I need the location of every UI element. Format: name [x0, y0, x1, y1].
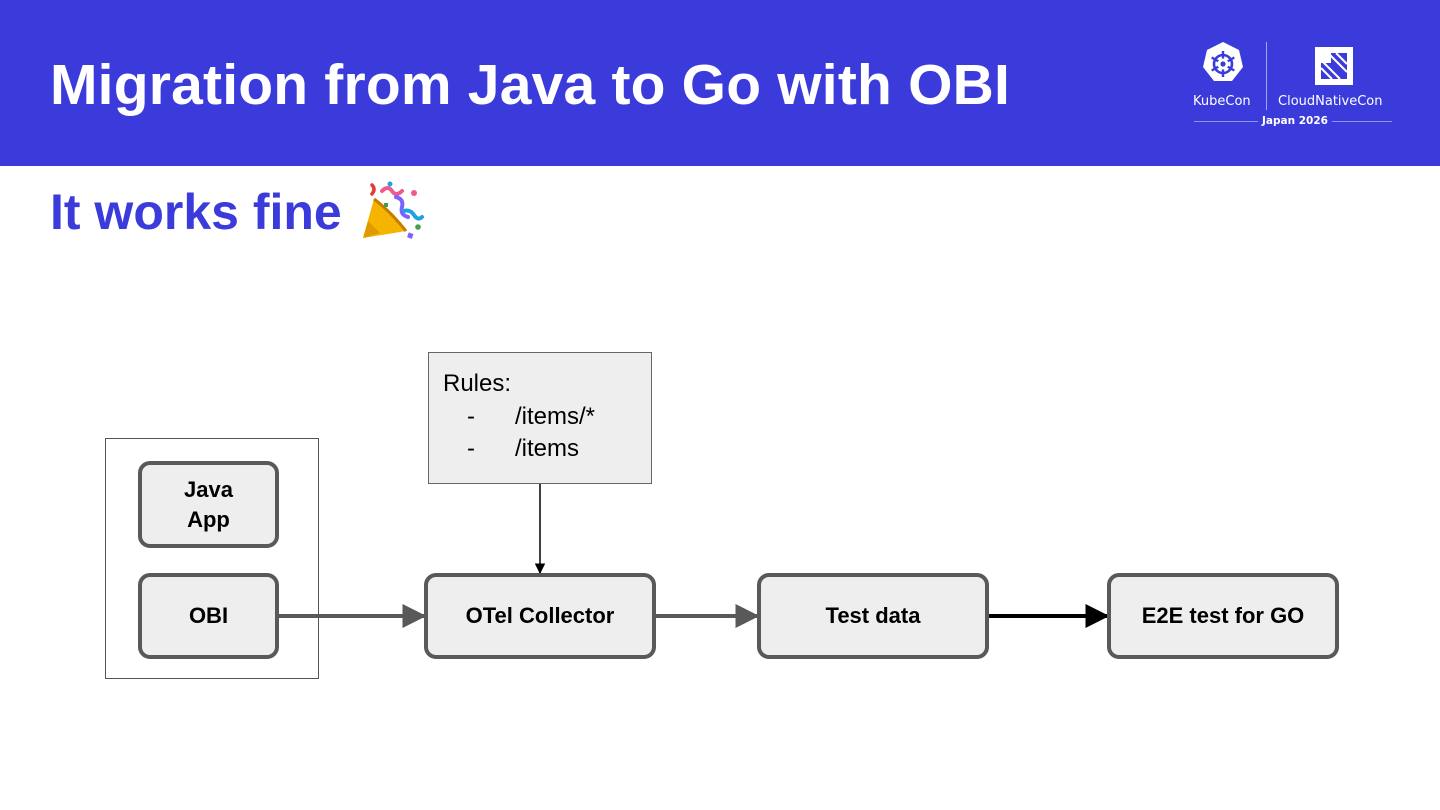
java-app-host-group	[105, 438, 319, 679]
node-e2e-test-label: E2E test for GO	[1141, 603, 1305, 628]
kubernetes-helm-icon	[1203, 42, 1243, 81]
cncf-icon	[1315, 47, 1353, 85]
subtitle-text: It works fine	[50, 184, 342, 240]
node-obi-label: OBI	[188, 603, 229, 628]
node-otel-collector: OTel Collector	[424, 573, 656, 659]
logo-divider	[1266, 42, 1267, 110]
header-banner: Migration from Java to Go with OBI KubeC…	[0, 0, 1440, 166]
node-java-app-line1: Java	[184, 476, 233, 502]
node-e2e-test: E2E test for GO	[1107, 573, 1339, 659]
rules-title: Rules:	[443, 370, 512, 397]
rules-box: Rules: - /items/* - /items	[428, 352, 652, 484]
kubecon-cloudnativecon-logo: KubeCon CloudNativeCon Japan 2026	[1186, 38, 1396, 130]
event-label: Japan 2026	[1258, 115, 1332, 127]
rule-text: /items/*	[515, 403, 596, 430]
node-java-app-line2: App	[187, 506, 230, 532]
rule-item: - /items/*	[467, 403, 595, 431]
node-java-app: Java App	[138, 461, 279, 548]
rule-bullet: -	[467, 403, 475, 430]
node-test-data-label: Test data	[825, 603, 921, 628]
rule-text: /items	[515, 435, 580, 462]
node-test-data: Test data	[757, 573, 989, 659]
node-otel-collector-label: OTel Collector	[465, 603, 615, 628]
slide-title: Migration from Java to Go with OBI	[50, 53, 1011, 117]
cloudnativecon-label: CloudNativeCon	[1278, 94, 1383, 109]
rule-bullet: -	[467, 435, 475, 462]
node-obi: OBI	[138, 573, 279, 659]
party-popper-icon	[362, 181, 424, 239]
slide-subtitle: It works fine	[50, 181, 424, 243]
rule-item: - /items	[467, 435, 579, 463]
kubecon-label: KubeCon	[1193, 94, 1251, 109]
